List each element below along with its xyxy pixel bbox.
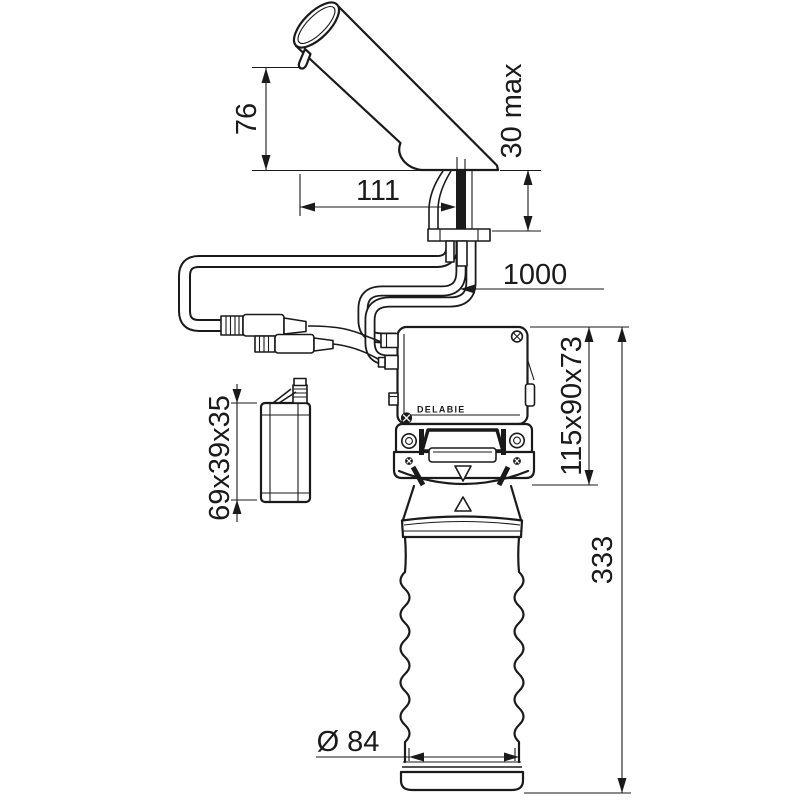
clamp-mouth [420, 428, 505, 453]
hose-fittings [377, 332, 399, 406]
faucet-spout [292, 1, 500, 172]
soap-bottle [399, 484, 525, 792]
mounting-nut [427, 228, 491, 242]
dimension-111: 111 [299, 174, 456, 216]
screw-top-right-icon [510, 330, 524, 343]
dim-label-30max: 30 max [496, 63, 528, 159]
dimension-333: 333 [524, 327, 631, 794]
triangle-up-icon [454, 496, 472, 512]
screw-bottom-left-icon [400, 412, 413, 424]
bottle-right-edge [513, 535, 525, 764]
dim-label-76: 76 [231, 103, 263, 135]
mounting-hardware [425, 170, 491, 267]
pump-clamp [392, 422, 536, 487]
dimension-76: 76 [231, 66, 420, 172]
bottle-left-edge [399, 535, 411, 764]
dim-label-111: 111 [356, 175, 400, 207]
battery-connector [272, 377, 308, 404]
connector-plug-upper [220, 313, 307, 337]
clamp-bottom-arc [397, 469, 530, 486]
dim-label-box-size: 115x90x73 [556, 336, 588, 476]
clamp-tray [428, 447, 497, 463]
dimension-diameter-84: Ø 84 [316, 726, 519, 762]
threaded-rod [456, 171, 466, 232]
battery-body [259, 401, 312, 504]
connector-plug-lower [254, 333, 334, 354]
dim-label-battery-size: 69x39x35 [204, 395, 236, 521]
brand-label: DELABIE [417, 405, 466, 415]
control-box: DELABIE [377, 325, 536, 426]
bottle-base-cap [399, 761, 525, 792]
sensor-cap [292, 1, 341, 49]
triangle-down-icon [454, 465, 472, 482]
latch-icon [524, 360, 536, 407]
dimension-1000: 1000 [460, 259, 604, 294]
spout-body [294, 3, 500, 172]
hose-loop-outline [178, 238, 459, 332]
spout-nozzle [297, 47, 312, 70]
dim-label-diameter: Ø 84 [317, 726, 380, 758]
dim-label-1000: 1000 [503, 259, 568, 291]
cable-connectors [220, 313, 334, 354]
dim-label-333: 333 [587, 536, 619, 584]
dimension-115x90x73: 115x90x73 [530, 326, 629, 486]
dimension-69x39x35: 69x39x35 [204, 384, 257, 522]
dimension-30max: 30 max [492, 63, 541, 232]
bottle-collar [400, 515, 524, 539]
battery [259, 377, 312, 504]
